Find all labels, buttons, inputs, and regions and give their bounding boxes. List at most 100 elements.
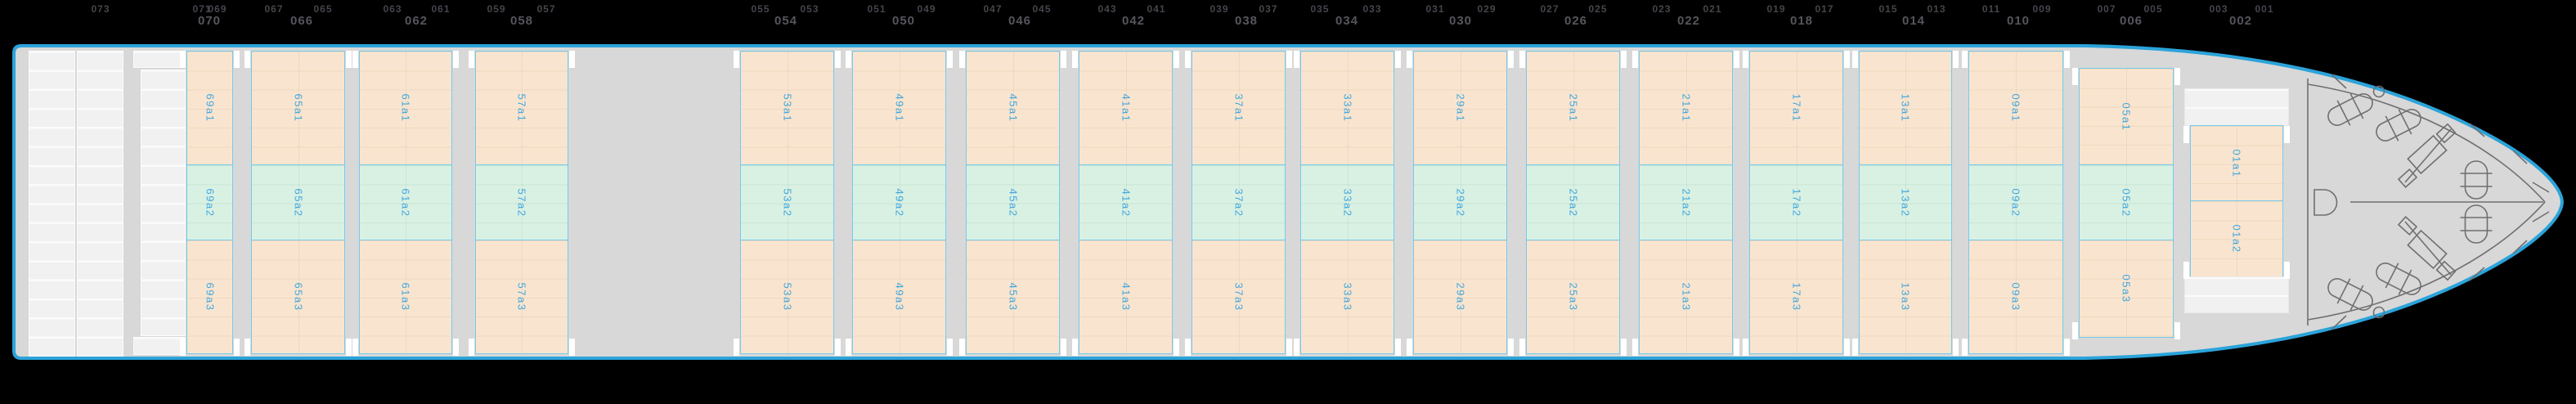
bay-cell-05a2[interactable]: 05a2 [2079,164,2174,240]
bay-cell-09a3[interactable]: 09a3 [1968,240,2063,354]
bay-label-030: 030 [1448,14,1473,28]
bay-cell-05a1[interactable]: 05a1 [2079,68,2174,165]
bay-cell-33a3[interactable]: 33a3 [1300,240,1394,354]
bay-cell-37a3[interactable]: 37a3 [1192,240,1286,354]
bay-cell-57a3[interactable]: 57a3 [475,240,568,354]
bay-cell-17a1[interactable]: 17a1 [1749,51,1843,165]
bay-cell-45a3[interactable]: 45a3 [966,240,1060,354]
hatch-corner-tab [1743,51,1748,68]
bay-label-006: 006 [2119,14,2143,28]
hatch-corner-tab [1174,339,1179,356]
bay-cell-29a1[interactable]: 29a1 [1413,51,1507,165]
bay-cell-53a3[interactable]: 53a3 [740,240,834,354]
hatch-corner-tab [1395,339,1401,356]
bay-cell-53a1[interactable]: 53a1 [740,51,834,165]
bay-cell-13a3[interactable]: 13a3 [1859,240,1952,354]
bay-cell-17a2[interactable]: 17a2 [1749,164,1843,240]
bay-cell-61a2[interactable]: 61a2 [359,164,452,240]
mooring-winch-icon [2376,109,2421,141]
bay-cell-09a1[interactable]: 09a1 [1968,51,2063,165]
bay-label-067: 067 [264,3,284,15]
bay-label-073: 073 [91,3,110,15]
bay-label-035: 035 [1310,3,1330,15]
bay-label-033: 033 [1362,3,1382,15]
bay-label-027: 027 [1540,3,1560,15]
bay-cell-61a1[interactable]: 61a1 [359,51,452,165]
hatch-corner-tab [1519,51,1525,68]
hatch-corner-tab [1734,51,1739,68]
bay-cell-49a3[interactable]: 49a3 [852,240,946,354]
bay-cell-45a1[interactable]: 45a1 [966,51,1060,165]
bay-cell-69a3[interactable]: 69a3 [186,240,233,354]
hatch-corner-tab [1953,51,1959,68]
bay-cell-49a2[interactable]: 49a2 [852,164,946,240]
bay-cell-57a1[interactable]: 57a1 [475,51,568,165]
hatch-corner-tab [1852,51,1858,68]
empty-bay-column [133,336,186,355]
hatch-corner-tab [1061,339,1066,356]
bay-cell-25a1[interactable]: 25a1 [1526,51,1620,165]
bay-cell-41a2[interactable]: 41a2 [1079,164,1173,240]
bay-cell-61a3[interactable]: 61a3 [359,240,452,354]
bay-cell-01a1[interactable]: 01a1 [2190,125,2283,201]
bay-cell-17a3[interactable]: 17a3 [1749,240,1843,354]
bay-cell-25a3[interactable]: 25a3 [1526,240,1620,354]
stern-grid-column [77,51,123,357]
bay-label-061: 061 [431,3,451,15]
bay-label-022: 022 [1676,14,1701,28]
bay-cell-25a2[interactable]: 25a2 [1526,164,1620,240]
bay-cell-21a2[interactable]: 21a2 [1639,164,1733,240]
hatch-corner-tab [180,51,186,68]
bay-cell-29a2[interactable]: 29a2 [1413,164,1507,240]
hatch-corner-tab [734,339,739,356]
bay-cell-29a3[interactable]: 29a3 [1413,240,1507,354]
bay-cell-69a2[interactable]: 69a2 [186,164,233,240]
bay-label-010: 010 [2006,14,2031,28]
bay-cell-65a2[interactable]: 65a2 [251,164,345,240]
bay-cell-01a2[interactable]: 01a2 [2190,200,2283,277]
bay-cell-13a2[interactable]: 13a2 [1859,164,1952,240]
stern-grid-column [29,51,75,357]
bay-label-065: 065 [313,3,333,15]
bay-cell-57a2[interactable]: 57a2 [475,164,568,240]
bay-label-014: 014 [1901,14,1926,28]
bay-cell-37a1[interactable]: 37a1 [1192,51,1286,165]
hatch-corner-tab [1294,51,1299,68]
bay-cell-69a1[interactable]: 69a1 [186,51,233,165]
bay-label-066: 066 [289,14,314,28]
bay-cell-53a2[interactable]: 53a2 [740,164,834,240]
bay-label-021: 021 [1703,3,1722,15]
bay-label-062: 062 [404,14,429,28]
bay-label-029: 029 [1477,3,1497,15]
bay-label-047: 047 [983,3,1003,15]
bay-label-063: 063 [383,3,402,15]
bay-label-045: 045 [1032,3,1052,15]
hatch-corner-tab [352,339,358,356]
bay-cell-65a3[interactable]: 65a3 [251,240,345,354]
bay-cell-13a1[interactable]: 13a1 [1859,51,1952,165]
bay-cell-33a1[interactable]: 33a1 [1300,51,1394,165]
bay-cell-41a3[interactable]: 41a3 [1079,240,1173,354]
hatch-corner-tab [846,51,851,68]
frame-tick-icon [2512,150,2528,164]
bay-label-037: 037 [1259,3,1278,15]
bay-cell-49a1[interactable]: 49a1 [852,51,946,165]
bay-cell-41a1[interactable]: 41a1 [1079,51,1173,165]
bay-cell-05a3[interactable]: 05a3 [2079,240,2174,338]
bay-label-019: 019 [1766,3,1786,15]
bay-cell-09a2[interactable]: 09a2 [1968,164,2063,240]
bay-cell-33a2[interactable]: 33a2 [1300,164,1394,240]
bay-cell-45a2[interactable]: 45a2 [966,164,1060,240]
bay-cell-21a3[interactable]: 21a3 [1639,240,1733,354]
bay-label-053: 053 [800,3,819,15]
bay-cell-65a1[interactable]: 65a1 [251,51,345,165]
bay-cell-21a1[interactable]: 21a1 [1639,51,1733,165]
bay-label-051: 051 [867,3,886,15]
forecastle-structure [2307,79,2543,325]
